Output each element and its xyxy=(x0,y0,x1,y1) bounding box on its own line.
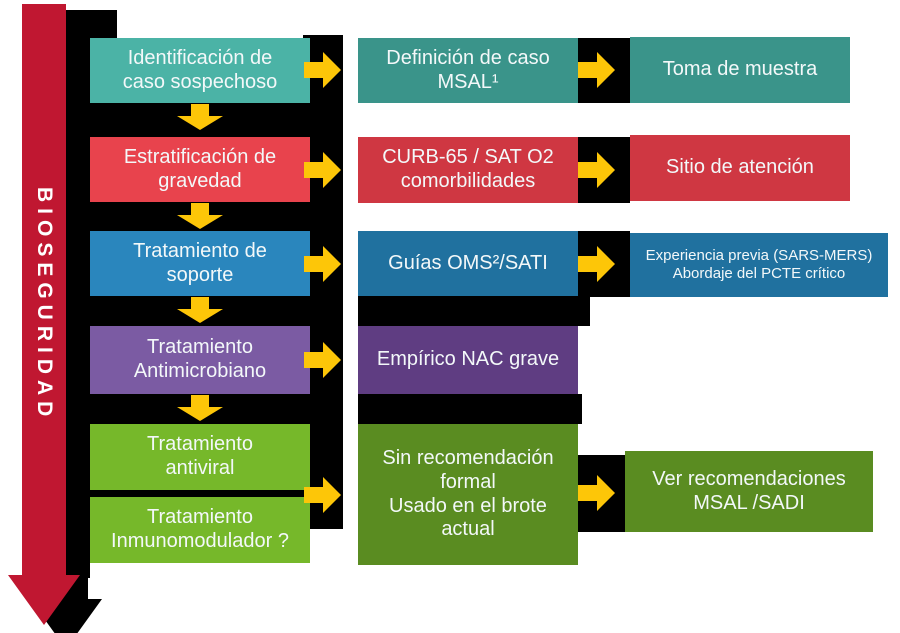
arrow-down-icon xyxy=(177,203,223,229)
step-curb65-sat-o2: CURB-65 / SAT O2 comorbilidades xyxy=(358,137,578,203)
step-estratificacion-gravedad: Estratificación de gravedad xyxy=(90,137,310,202)
step-definicion-caso-msal: Definición de caso MSAL¹ xyxy=(358,38,578,103)
step-sitio-de-atencion: Sitio de atención xyxy=(630,135,850,201)
arrow-right-icon xyxy=(578,246,615,282)
arrow-right-icon xyxy=(304,246,341,282)
step-experiencia-previa: Experiencia previa (SARS-MERS) Abordaje … xyxy=(630,233,888,297)
arrow-right-icon xyxy=(304,52,341,88)
biosecurity-label: BIOSEGURIDAD xyxy=(33,187,56,423)
arrow-down-icon xyxy=(177,104,223,130)
arrow-down-icon xyxy=(177,395,223,421)
step-tratamiento-soporte: Tratamiento de soporte xyxy=(90,231,310,296)
arrow-right-icon xyxy=(304,152,341,188)
step-tratamiento-antiviral: Tratamiento antiviral xyxy=(90,424,310,490)
step-identificacion-caso-sospechoso: Identificación de caso sospechoso xyxy=(90,38,310,103)
step-sin-recomendacion-formal: Sin recomendación formal Usado en el bro… xyxy=(358,424,578,565)
biosecurity-banner-arrow xyxy=(8,4,102,633)
connector-shadow-block xyxy=(358,296,590,326)
step-ver-recomendaciones-msal-sadi: Ver recomendaciones MSAL /SADI xyxy=(625,451,873,532)
step-tratamiento-antimicrobiano: Tratamiento Antimicrobiano xyxy=(90,326,310,394)
step-empirico-nac-grave: Empírico NAC grave xyxy=(358,326,578,394)
arrow-right-icon xyxy=(578,152,615,188)
connector-shadow-block xyxy=(358,394,582,424)
step-toma-de-muestra: Toma de muestra xyxy=(630,37,850,103)
arrow-right-icon xyxy=(304,477,341,513)
arrow-right-icon xyxy=(578,52,615,88)
arrow-right-icon xyxy=(304,342,341,378)
step-tratamiento-inmunomodulador: Tratamiento Inmunomodulador ? xyxy=(90,497,310,563)
arrow-right-icon xyxy=(578,475,615,511)
connector-shadow-block xyxy=(66,490,310,497)
banner-arrow-shape xyxy=(8,4,80,625)
step-guias-oms-sati: Guías OMS²/SATI xyxy=(358,231,578,296)
arrow-down-icon xyxy=(177,297,223,323)
